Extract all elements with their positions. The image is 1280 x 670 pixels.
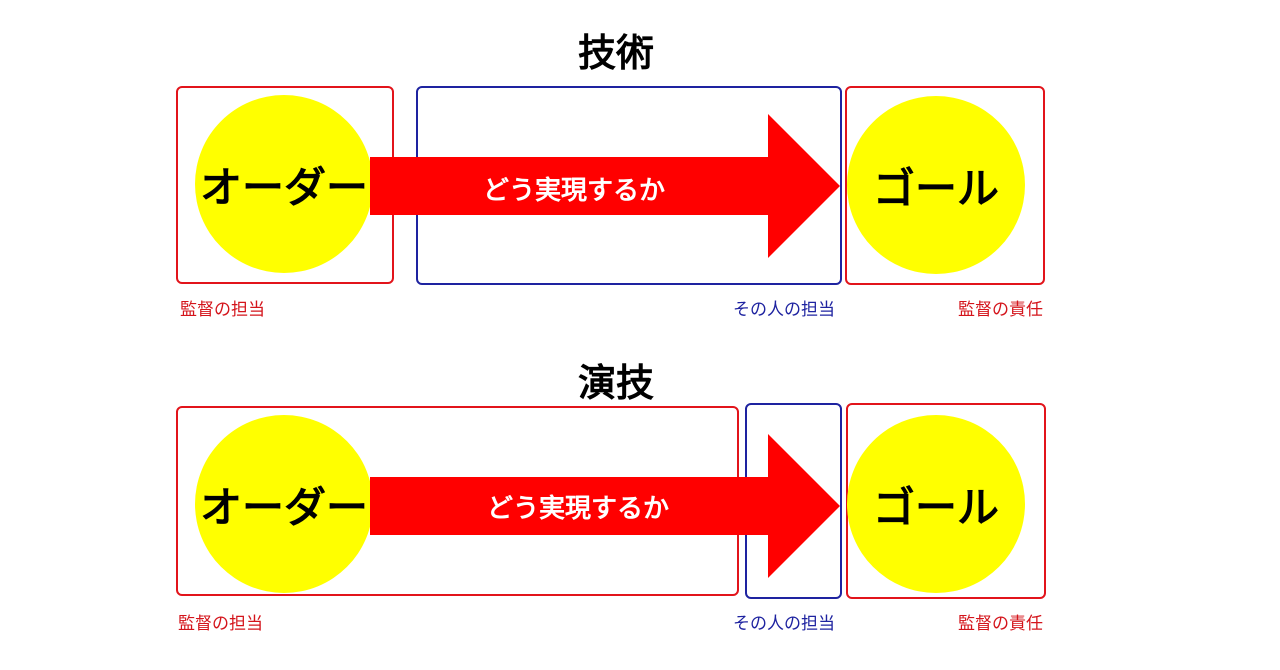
goal-label: ゴール: [872, 482, 999, 532]
caption-director-handles: 監督の担当: [178, 614, 263, 634]
arrow-shape: [370, 114, 840, 258]
caption-director-responsible: 監督の責任: [958, 300, 1043, 320]
goal-responsibility-box: [845, 86, 1045, 285]
diagram-title: 技術: [577, 31, 654, 75]
caption-director-responsible: 監督の責任: [958, 614, 1043, 634]
goal-circle: ゴール: [847, 415, 1025, 593]
arrow-shape: [370, 434, 840, 578]
caption-director-handles: 監督の担当: [180, 300, 265, 320]
caption-person-handles: その人の担当: [733, 300, 835, 320]
goal-label: ゴール: [872, 163, 999, 213]
goal-circle: ゴール: [847, 96, 1025, 274]
diagram-title: 演技: [577, 361, 654, 405]
order-circle: オーダー: [195, 415, 373, 593]
order-label: オーダー: [199, 162, 368, 212]
order-circle: オーダー: [195, 95, 373, 273]
caption-person-handles: その人の担当: [733, 614, 835, 634]
order-label: オーダー: [199, 482, 368, 532]
arrow-label: どう実現するか: [487, 494, 670, 524]
arrow-label: どう実現するか: [483, 176, 666, 206]
